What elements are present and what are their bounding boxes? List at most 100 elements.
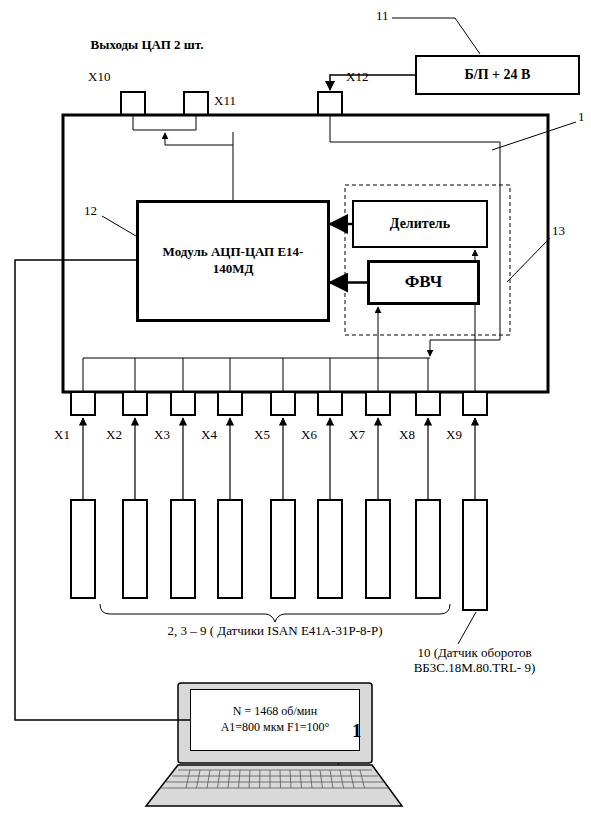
speed-sensor-label: 10 (Датчик оборотов ВБ3С.18М.80.TRL- 9) [372,646,577,676]
sensor [416,500,440,598]
keyboard [186,770,190,788]
wire [283,358,284,392]
keyboard [249,770,250,788]
group-outline [345,185,510,335]
wire [330,358,331,392]
wire [165,133,233,145]
signal-arrow [427,418,428,500]
wire [378,358,379,392]
filter-box: ФВЧ [367,260,480,305]
node-text: Делитель [390,215,450,233]
signal-arrow [282,418,283,500]
keyboard [330,770,333,788]
keyboard [340,770,344,788]
connector-label: X4 [201,428,217,443]
connector [318,392,342,415]
signal-arrow [329,418,330,500]
keyboard [259,770,261,788]
keyboard [290,770,291,788]
node-text: ФВЧ [405,271,443,293]
connector [171,392,195,415]
wire [378,307,379,358]
connector-label: X9 [446,428,462,443]
wire [233,132,234,200]
keyboard [239,770,241,788]
keyboard [360,770,365,788]
sensor [318,500,342,598]
keyboard [166,782,384,783]
callout-number: 11 [376,9,389,24]
sensor [123,500,147,598]
connector-label: X11 [214,94,236,109]
node-text: A1=800 мкм F1=100° [221,720,330,736]
connector [71,392,95,415]
connector-label: X6 [301,428,317,443]
node-text: Модуль АЦП-ЦАП Е14-140МД [145,244,321,278]
signal-arrow [377,418,378,500]
connector [366,392,390,415]
wire [133,115,196,130]
keyboard [228,770,230,788]
keyboard [172,776,378,777]
signal-arrow [229,418,230,500]
laptop-screen-bezel [178,683,372,763]
connector-label: X12 [346,70,368,85]
keyboard [160,788,390,789]
laptop-base [146,765,402,806]
keyboard [300,770,302,788]
sensor [71,500,95,598]
signal-arrow [182,418,183,500]
keyboard [178,770,372,771]
sensor [171,500,195,598]
connector [218,392,242,415]
connector [330,281,367,284]
connector-label: X1 [54,428,70,443]
wire [83,358,84,392]
divider-box: Делитель [352,200,488,248]
keyboard [218,770,221,788]
keyboard [350,770,354,788]
keyboard [310,770,312,788]
connector [271,392,295,415]
wire [183,358,184,392]
sensor [218,500,242,598]
housing [63,115,548,392]
signal-arrow [134,418,135,500]
adc-dac-module: Модуль АЦП-ЦАП Е14-140МД [136,200,330,322]
signal-arrow [82,418,83,500]
power-supply-box: Б/П + 24 В [415,55,580,95]
connector-label: X2 [106,428,122,443]
connector [416,392,440,415]
connector [15,260,190,720]
callout-number: 12 [84,204,97,219]
keyboard [280,770,282,788]
connector [184,92,208,115]
wire [230,358,231,392]
connector [463,392,487,415]
connector-label: X8 [399,428,415,443]
callout-number: 1 [578,110,585,125]
signal-arrow [474,418,475,500]
keyboard [207,770,210,788]
sensor [463,500,487,610]
keyboard [270,770,271,788]
connector [123,392,147,415]
node-text: N = 1468 об/мин [233,704,317,720]
dac-outputs-label: Выходы ЦАП 2 шт. [90,38,204,53]
connector [318,92,342,115]
connector-label: X5 [254,428,270,443]
sensor [366,500,390,598]
keyboard [197,770,201,788]
sensor [271,500,295,598]
connector-label: X7 [349,428,365,443]
wire [428,358,429,392]
node-text: Б/П + 24 В [465,66,531,84]
laptop-screen: N = 1468 об/минA1=800 мкм F1=100° [190,689,360,751]
leader-line [507,238,550,282]
callout-number: 1 [352,720,362,742]
callout-number: 13 [552,224,565,239]
leader-line [458,612,476,644]
connector [330,223,352,226]
leader-line [392,18,480,54]
